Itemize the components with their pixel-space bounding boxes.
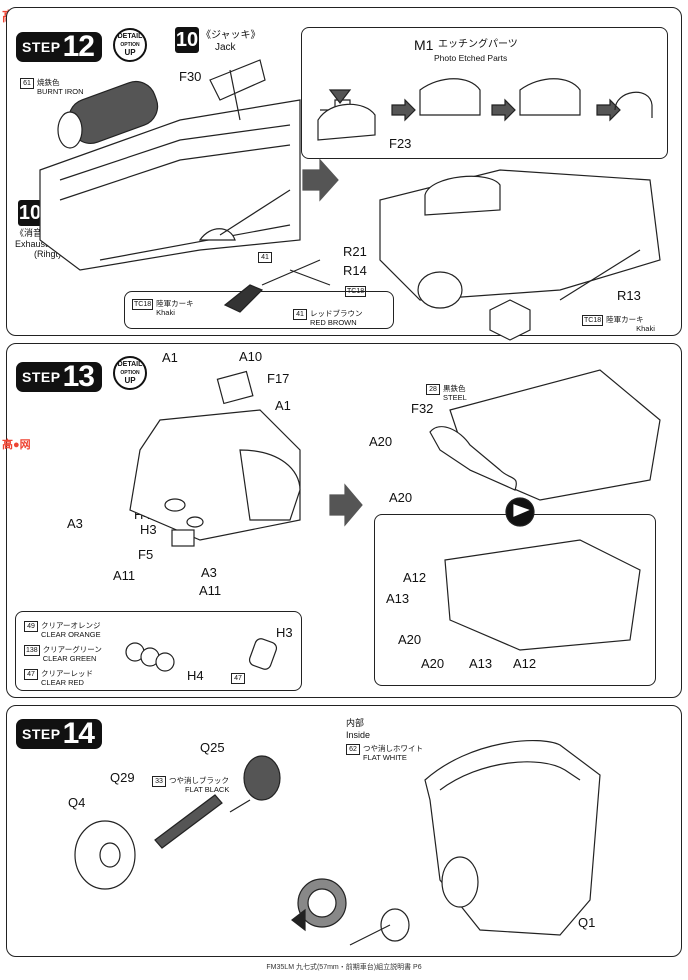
part-A3-left: A3 xyxy=(67,516,83,531)
part-A20-a: A20 xyxy=(398,632,422,647)
callout-H3: H3 xyxy=(276,625,293,640)
part-F5: F5 xyxy=(138,547,154,562)
part-Q4: Q4 xyxy=(68,795,86,810)
photo-etched-en: Photo Etched Parts xyxy=(434,53,508,63)
part-A1: A1 xyxy=(275,398,291,413)
part-A11-left: A11 xyxy=(113,568,136,583)
jack-en: Jack xyxy=(215,42,236,53)
part-F17: F17 xyxy=(267,371,290,386)
part-A3-right: A3 xyxy=(201,565,217,580)
part-Q1: Q1 xyxy=(578,915,596,930)
part-A13-b: A13 xyxy=(469,656,493,671)
part-F32: F32 xyxy=(411,401,434,416)
part-H3: H3 xyxy=(140,522,157,537)
jack-jp: 《ジャッキ》 xyxy=(201,30,261,41)
part-F23: F23 xyxy=(389,136,412,151)
muffler-en: Exhaust Muffler xyxy=(15,239,78,249)
part-A1-top: A1 xyxy=(162,350,178,365)
part-A10: A10 xyxy=(239,349,263,364)
step12-badge: STEP 12 xyxy=(16,32,102,62)
callout-code47: 47 xyxy=(231,673,245,684)
callout-H4: H4 xyxy=(187,668,204,683)
part-F30: F30 xyxy=(179,69,202,84)
step14-badge: STEP 14 xyxy=(16,719,102,749)
inside-jp: 内部 xyxy=(346,718,365,728)
photo-etched-jp: エッチングパーツ xyxy=(438,39,518,50)
muffler-number: 10 xyxy=(18,200,42,226)
step13-badge: STEP 13 xyxy=(16,362,102,392)
step-word: STEP xyxy=(22,39,61,55)
jack-number: 10 xyxy=(175,27,199,53)
part-A20-b: A20 xyxy=(421,656,445,671)
rotate-180-label: 180° xyxy=(311,899,332,910)
part-A12-a: A12 xyxy=(403,570,427,585)
callout-code41: 41 xyxy=(258,252,272,263)
muffler-jp: 《消音器・右》 xyxy=(15,228,79,238)
part-R21: R21 xyxy=(343,244,367,259)
callout-tc18: TC18 xyxy=(345,286,367,297)
part-A20-top: A20 xyxy=(369,434,393,449)
part-R14: R14 xyxy=(343,263,367,278)
part-A20-mid: A20 xyxy=(389,490,413,505)
part-A12-b: A12 xyxy=(513,656,537,671)
step-number: 12 xyxy=(62,30,95,63)
inside-en: Inside xyxy=(346,730,371,740)
part-A11-right: A11 xyxy=(199,583,222,598)
part-H4: H4 xyxy=(134,507,151,522)
muffler-en2: (Rihgt) xyxy=(34,249,62,259)
part-Q25: Q25 xyxy=(200,740,225,755)
part-A13-a: A13 xyxy=(386,591,410,606)
part-Q29: Q29 xyxy=(110,770,135,785)
watermark-side: 高●网 xyxy=(2,439,31,451)
part-M1: M1 xyxy=(414,37,434,53)
page-footer: FM35LM 九七式(57mm・前期車台)組立説明書 P6 xyxy=(266,964,422,971)
part-R13: R13 xyxy=(617,288,641,303)
